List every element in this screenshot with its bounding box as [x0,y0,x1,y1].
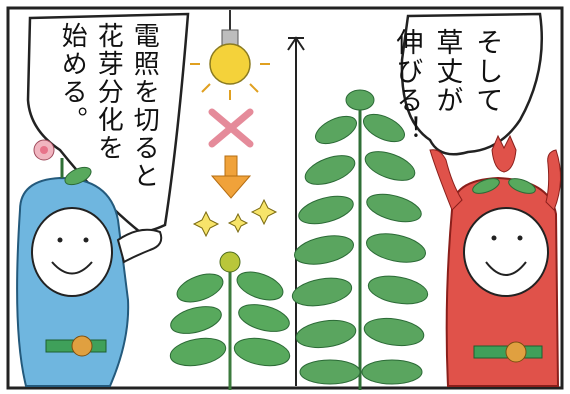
sparkle-icon [192,198,278,238]
blue-character [16,139,163,387]
right-bubble-line-3: 伸びる！ [391,28,423,144]
cross-icon [208,108,254,148]
tall-plant [291,89,429,390]
left-bubble-line-1: 電照を切ると [129,22,160,190]
up-arrow-icon [287,36,305,386]
right-bubble-line-2: 草丈が [431,28,463,115]
right-bubble-line-1: そして [471,28,503,115]
small-plant [169,251,291,390]
light-bulb-icon [190,10,270,100]
red-character [429,134,561,387]
left-bubble-line-2: 花芽分化を [93,22,124,162]
down-arrow-icon [210,155,252,199]
right-speech-bubble [400,12,543,156]
left-bubble-line-3: 始める。 [57,22,88,134]
